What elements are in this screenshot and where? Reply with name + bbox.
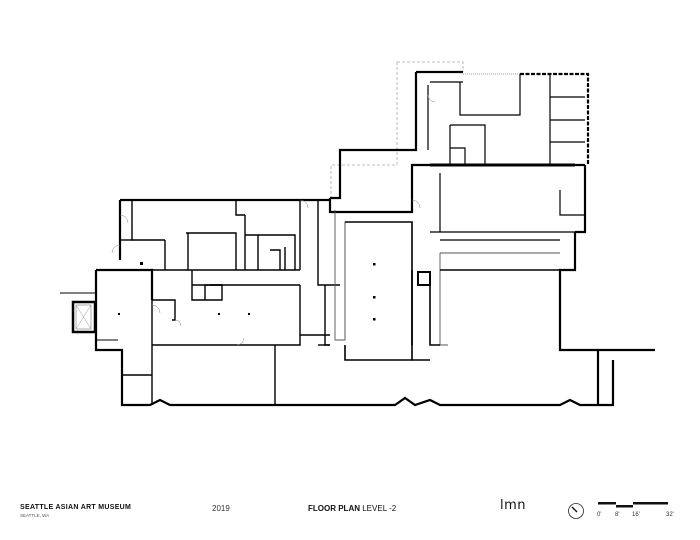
exterior-walls bbox=[94, 70, 655, 407]
scale-label-32: 32' bbox=[666, 512, 674, 518]
scale-label-0: 0' bbox=[597, 512, 602, 518]
sheet-title-bold: FLOOR PLAN bbox=[308, 504, 360, 513]
floor-plan-drawing bbox=[60, 61, 655, 407]
scale-label-8: 8' bbox=[615, 512, 620, 518]
structural-columns bbox=[118, 262, 376, 321]
project-location: SEATTLE, WA bbox=[20, 513, 50, 518]
sheet-title: FLOOR PLAN LEVEL -2 bbox=[308, 504, 396, 513]
project-name: SEATTLE ASIAN ART MUSEUM bbox=[20, 504, 132, 511]
exterior-wall-dashed bbox=[520, 72, 590, 165]
interior-walls bbox=[120, 200, 340, 405]
drawing-year: 2019 bbox=[212, 504, 230, 513]
firm-logo: lmn bbox=[500, 498, 527, 513]
scale-bar bbox=[598, 502, 668, 508]
north-arrow-icon bbox=[568, 503, 584, 519]
sheet-title-level: LEVEL -2 bbox=[362, 504, 397, 513]
dashed-outline bbox=[330, 61, 464, 198]
scale-label-16: 16' bbox=[632, 512, 640, 518]
elevator-core bbox=[71, 300, 97, 334]
